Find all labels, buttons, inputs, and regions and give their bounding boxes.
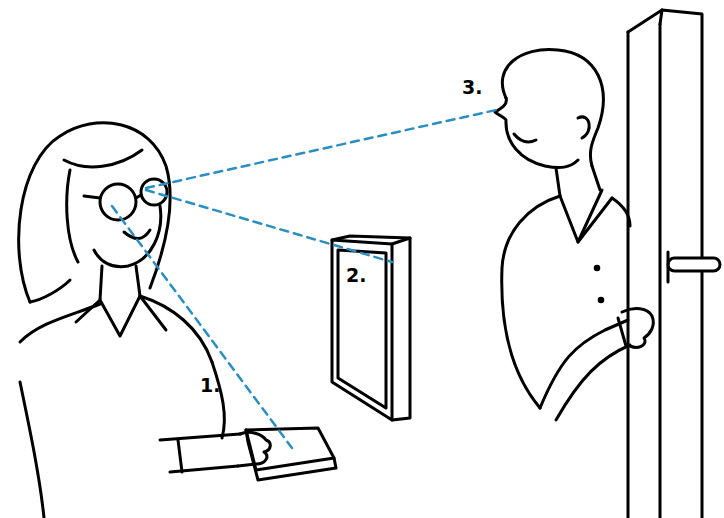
sight-line	[146, 110, 496, 188]
callout-number: 2.	[346, 266, 366, 285]
sight-line	[146, 190, 392, 262]
callout-number: 1.	[200, 376, 220, 395]
woman-figure	[19, 123, 271, 518]
monitor	[332, 236, 410, 420]
callout-number: 3.	[462, 78, 482, 97]
sight-lines	[112, 110, 496, 448]
sight-line	[112, 206, 292, 448]
man-figure	[495, 50, 653, 420]
door	[628, 10, 720, 518]
